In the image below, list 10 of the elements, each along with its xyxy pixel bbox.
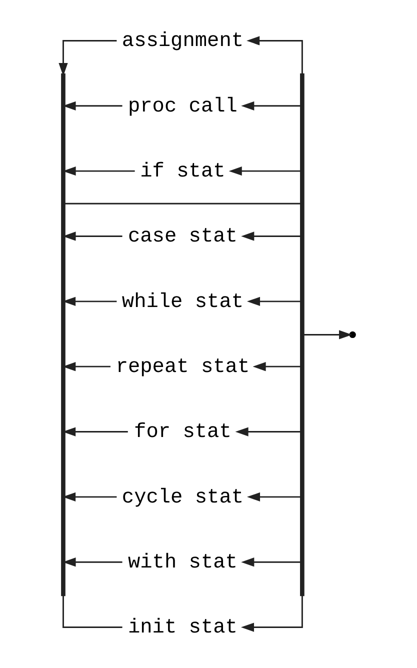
node-text: repeat stat	[116, 356, 250, 379]
node-text: case stat	[128, 226, 238, 249]
node-text: proc call	[128, 95, 238, 118]
node-text: cycle stat	[122, 486, 244, 510]
node-text: if stat	[140, 160, 226, 184]
node-text: assignment	[122, 30, 244, 54]
node-text: while stat	[122, 290, 244, 314]
node-text: with stat	[128, 551, 238, 574]
node-text: init stat	[128, 616, 238, 640]
node-text: for stat	[134, 421, 232, 444]
